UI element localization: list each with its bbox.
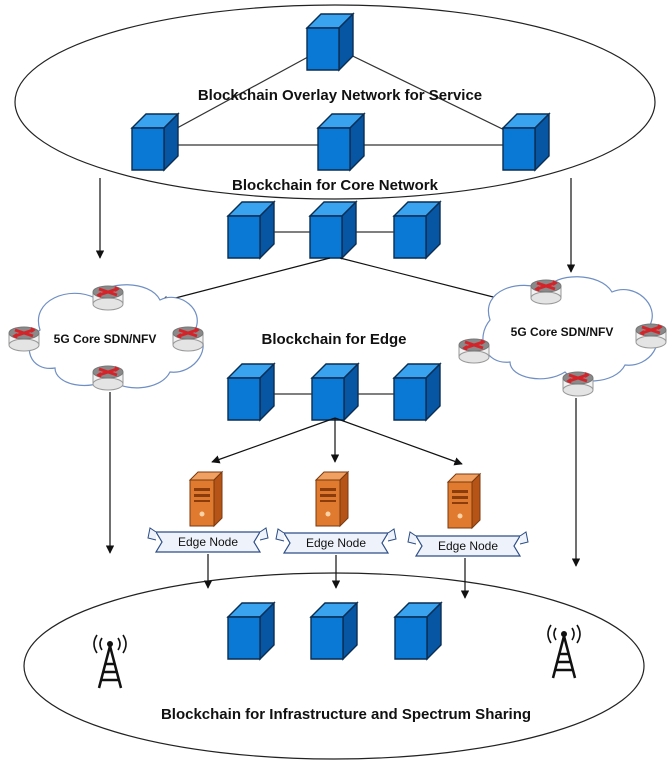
overlay-network-links <box>154 44 526 146</box>
infra-block-right <box>394 602 442 660</box>
arrow-core-to-left-cloud <box>159 257 331 305</box>
core-block-left <box>227 201 275 259</box>
server-icon <box>315 471 349 527</box>
edge-block-middle <box>311 363 359 421</box>
left-cloud: 5G Core SDN/NFV <box>7 284 205 392</box>
infra-block-left <box>227 602 275 660</box>
cell-tower-icon <box>546 623 582 680</box>
overlay-network-label: Blockchain Overlay Network for Service <box>198 87 482 104</box>
overlay-block-top <box>306 13 354 71</box>
arrow-core-to-right-cloud <box>339 257 506 303</box>
edge-block-left <box>227 363 275 421</box>
core-block-right <box>393 201 441 259</box>
edge-node-label: Edge Node <box>306 536 366 550</box>
right-cloud: 5G Core SDN/NFV <box>457 276 668 398</box>
infrastructure-label: Blockchain for Infrastructure and Spectr… <box>161 706 531 723</box>
edge-node-left: Edge Node <box>147 471 269 589</box>
overlay-block-right <box>502 113 550 171</box>
server-icon <box>189 471 223 527</box>
router-icon <box>529 278 563 306</box>
router-icon <box>91 364 125 392</box>
edge-node-label: Edge Node <box>438 539 498 553</box>
router-icon <box>91 284 125 312</box>
edge-node-middle: Edge Node <box>275 471 397 589</box>
edge-node-label: Edge Node <box>178 535 238 549</box>
arrow-edge-to-node-left <box>211 417 336 464</box>
arrow-edge-to-node-right <box>334 417 463 466</box>
overlay-block-left <box>131 113 179 171</box>
router-icon <box>457 337 491 365</box>
edge-node-right: Edge Node <box>407 473 529 599</box>
overlay-ellipse <box>14 4 656 200</box>
left-cloud-label: 5G Core SDN/NFV <box>54 332 157 346</box>
overlay-block-middle <box>317 113 365 171</box>
infrastructure-ellipse <box>23 572 645 760</box>
infra-block-middle <box>310 602 358 660</box>
core-network-label: Blockchain for Core Network <box>232 177 439 194</box>
edge-label: Blockchain for Edge <box>261 331 406 348</box>
router-icon <box>634 322 668 350</box>
server-icon <box>447 473 481 529</box>
router-icon <box>7 325 41 353</box>
router-icon <box>561 370 595 398</box>
edge-block-right <box>393 363 441 421</box>
right-cloud-label: 5G Core SDN/NFV <box>511 325 614 339</box>
cell-tower-icon <box>92 633 128 690</box>
router-icon <box>171 325 205 353</box>
core-block-middle <box>309 201 357 259</box>
